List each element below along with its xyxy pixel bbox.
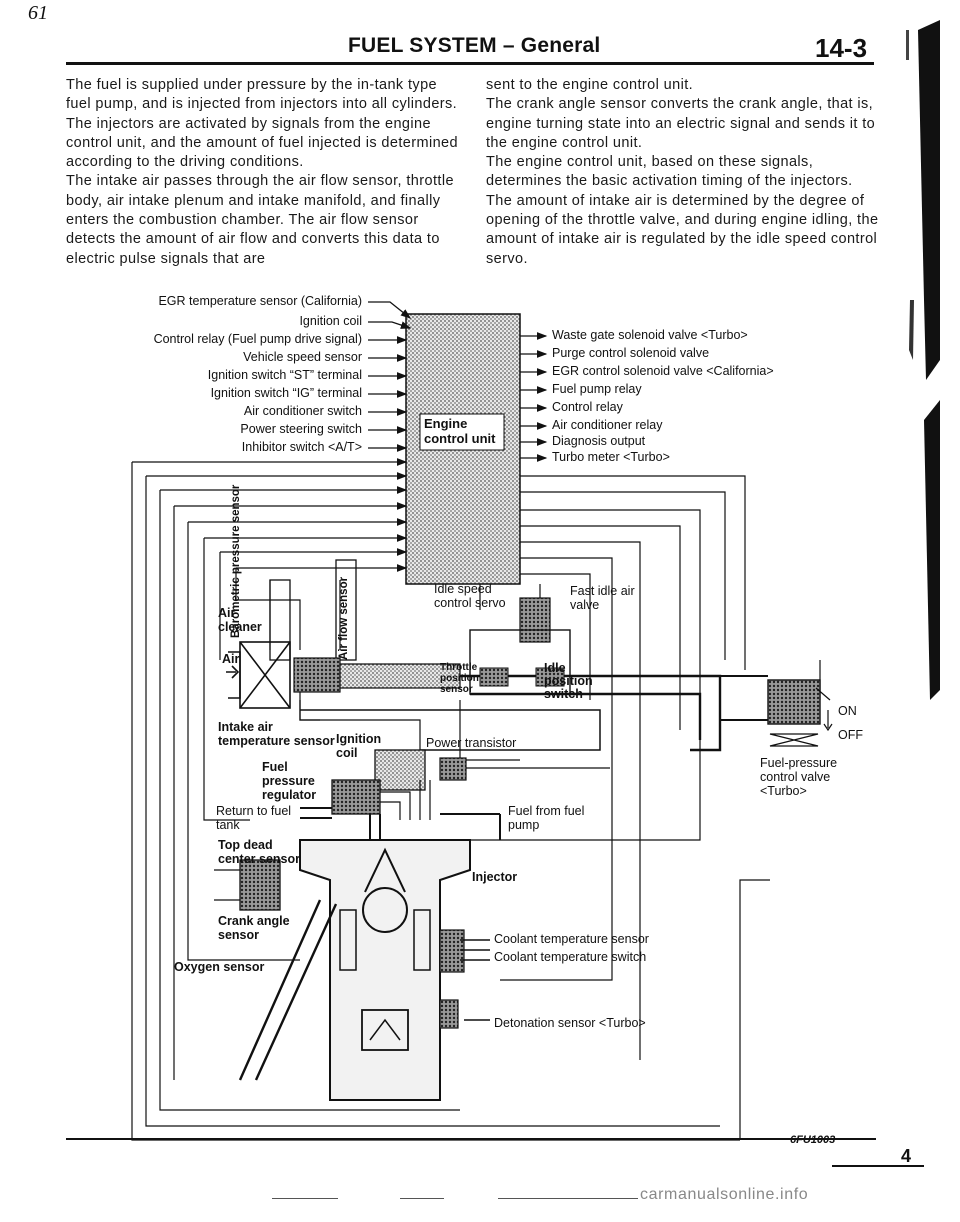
- watermark: carmanualsonline.info: [640, 1186, 809, 1203]
- output-label: Turbo meter <Turbo>: [552, 450, 670, 464]
- throttle-sensor-label: Throttle position sensor: [440, 662, 479, 695]
- fuel-pressure-control-valve: [767, 679, 833, 747]
- input-label: Ignition coil: [299, 314, 362, 328]
- paragraph: sent to the engine control unit.: [486, 77, 694, 93]
- detonation-sensor-label: Detonation sensor <Turbo>: [494, 1016, 646, 1030]
- footer-rule: [498, 1198, 638, 1199]
- injector-label: Injector: [472, 870, 518, 884]
- input-label: Ignition switch “IG” terminal: [210, 386, 362, 400]
- output-label: Purge control solenoid valve: [552, 346, 710, 360]
- oxygen-sensor-label: Oxygen sensor: [174, 960, 265, 974]
- on-label: ON: [838, 704, 857, 718]
- page-mark: 61: [28, 2, 48, 24]
- input-label: Inhibitor switch <A/T>: [241, 440, 362, 454]
- output-label: Fuel pump relay: [552, 382, 642, 396]
- footer-rule: [400, 1198, 444, 1199]
- fuel-system-diagram: EGR temperature sensor (California) Igni…: [0, 280, 960, 1160]
- power-transistor-label: Power transistor: [426, 736, 517, 750]
- input-label: Air conditioner switch: [243, 404, 362, 418]
- input-label: Ignition switch “ST” terminal: [207, 368, 362, 382]
- input-label: EGR temperature sensor (California): [158, 294, 362, 308]
- output-label: Control relay: [552, 400, 623, 414]
- air-flow-sensor-label: Air flow sensor: [338, 576, 350, 660]
- input-label: Vehicle speed sensor: [243, 350, 362, 364]
- paragraph: The intake air passes through the air fl…: [66, 173, 454, 267]
- off-label: OFF: [838, 728, 863, 742]
- fuel-from-pump-label: Fuel from fuel pump: [508, 804, 585, 832]
- page-number: 4: [901, 1146, 912, 1166]
- figure-code: 6FU1003: [790, 1134, 836, 1146]
- paragraph: The fuel is supplied under pressure by t…: [66, 77, 458, 171]
- ecu-label: Engine control unit: [424, 416, 496, 446]
- air-cleaner-label: Air cleaner: [218, 606, 262, 634]
- output-label: Waste gate solenoid valve <Turbo>: [552, 328, 748, 342]
- coolant-sensor-label: Coolant temperature sensor: [494, 932, 649, 946]
- output-label: Air conditioner relay: [552, 418, 663, 432]
- idle-servo-label: Idle speed control servo: [434, 582, 506, 610]
- air-inlet-label: Air: [222, 652, 240, 666]
- intake-temp-label: Intake air temperature sensor: [218, 720, 335, 748]
- coolant-switch-label: Coolant temperature switch: [494, 950, 647, 964]
- ignition-coil-label: Ignition coil: [336, 732, 382, 760]
- return-tank-label: Return to fuel tank: [216, 804, 292, 832]
- header-rule: [66, 62, 874, 65]
- air-cleaner: [226, 641, 291, 709]
- fast-idle-label: Fast idle air valve: [570, 584, 635, 612]
- engine-illustration: [299, 839, 471, 1101]
- input-label: Power steering switch: [240, 422, 362, 436]
- ecu-output-arrows: [520, 332, 548, 462]
- ecu-input-arrows: [132, 301, 412, 572]
- text-column-left: The fuel is supplied under pressure by t…: [66, 76, 458, 269]
- page-title: FUEL SYSTEM – General: [348, 34, 601, 57]
- output-label: Diagnosis output: [552, 434, 646, 448]
- output-label: EGR control solenoid valve <California>: [552, 364, 774, 378]
- paragraph: The crank angle sensor converts the cran…: [486, 96, 876, 151]
- fuel-pressure-valve-label: Fuel-pressure control valve <Turbo>: [760, 756, 838, 798]
- tdc-sensor-label: Top dead center sensor: [218, 838, 300, 866]
- regulator-label: Fuel pressure regulator: [262, 760, 317, 802]
- section-number: 14-3: [815, 33, 868, 63]
- crank-sensor-label: Crank angle sensor: [218, 914, 290, 942]
- system-schematic: [131, 301, 833, 1141]
- footer-rule: [272, 1198, 338, 1199]
- paragraph: The engine control unit, based on these …: [486, 154, 879, 267]
- text-column-right: sent to the engine control unit. The cra…: [486, 76, 881, 269]
- binding-edge-artifact: [906, 20, 940, 700]
- input-label: Control relay (Fuel pump drive signal): [153, 332, 362, 346]
- bottom-rule: [66, 1138, 876, 1140]
- page-number-rule: [832, 1165, 924, 1167]
- idle-switch-label: Idle position switch: [544, 661, 593, 701]
